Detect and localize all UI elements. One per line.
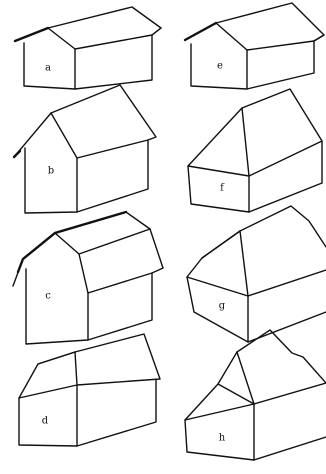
house-label-d: d xyxy=(42,416,49,427)
house-e: e xyxy=(185,3,324,89)
house-d: d xyxy=(19,334,160,446)
house-g: g xyxy=(187,206,326,342)
house-label-e: e xyxy=(217,61,223,72)
house-h: h xyxy=(185,330,326,460)
house-label-c: c xyxy=(45,291,51,302)
house-label-a: a xyxy=(45,63,51,74)
house-a: a xyxy=(15,7,161,89)
house-c: c xyxy=(13,212,163,344)
house-f: f xyxy=(188,89,322,212)
house-label-b: b xyxy=(48,166,54,177)
house-label-f: f xyxy=(220,183,225,194)
house-b: b xyxy=(14,85,156,213)
house-label-g: g xyxy=(219,301,226,312)
house-label-h: h xyxy=(219,433,226,444)
